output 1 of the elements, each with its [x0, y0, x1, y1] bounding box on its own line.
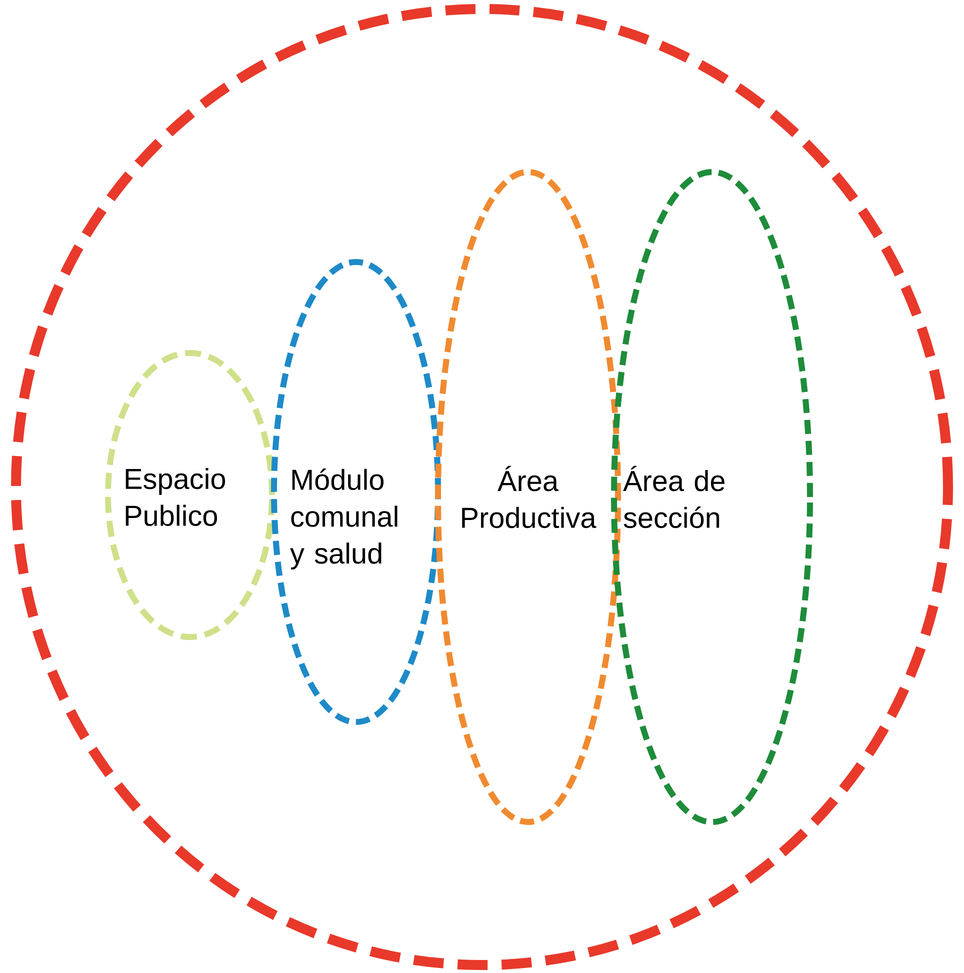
dashed-circle — [11, 4, 953, 970]
